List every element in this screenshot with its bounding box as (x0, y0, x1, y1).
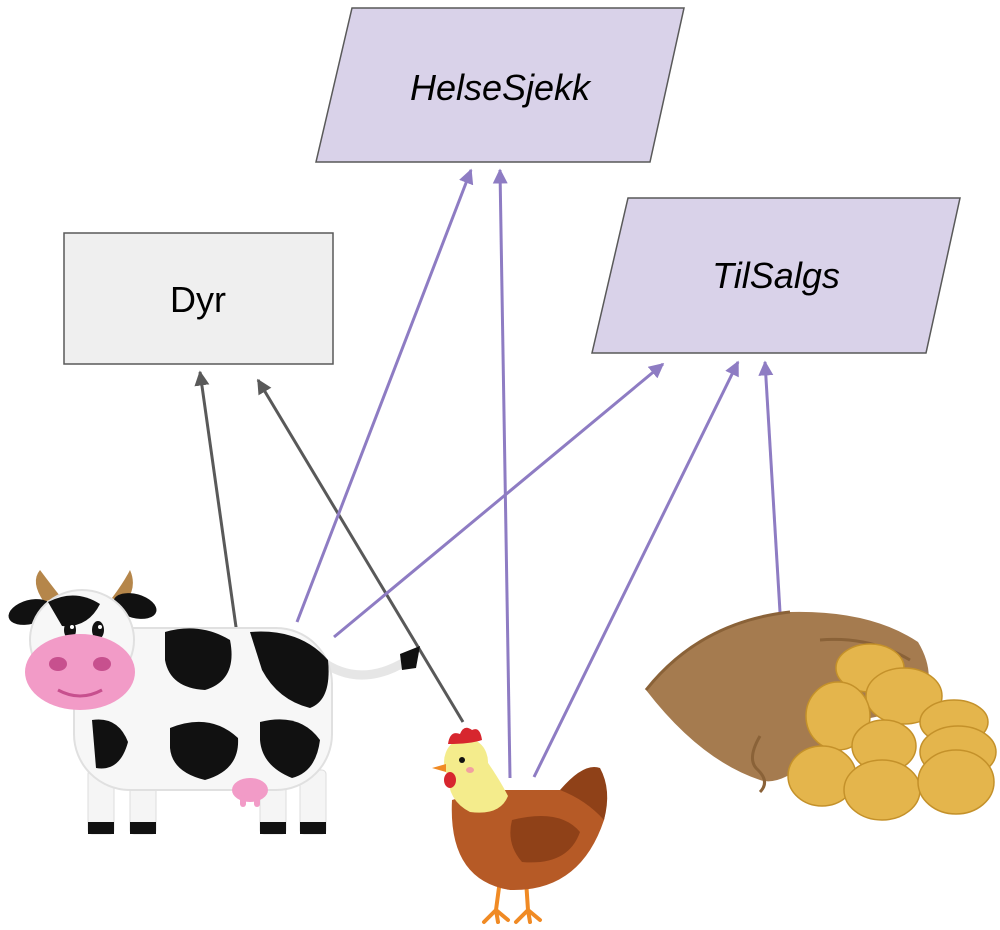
arrow-chicken-to-helsesjekk (492, 168, 512, 779)
tilsalgs-interface-node[interactable]: TilSalgs (591, 197, 961, 354)
arrow-chicken-to-dyr (256, 378, 465, 723)
arrow-chicken-to-tilsalgs (532, 360, 740, 778)
potato-sack-icon (644, 610, 997, 821)
helsesjekk-label: HelseSjekk (410, 67, 592, 108)
dyr-label: Dyr (170, 279, 226, 320)
arrow-cow-to-dyr (194, 370, 239, 635)
helsesjekk-interface-node[interactable]: HelseSjekk (315, 7, 685, 163)
helsesjekk-parallelogram (315, 7, 685, 163)
dyr-class-node[interactable]: Dyr (63, 232, 334, 365)
tilsalgs-parallelogram (591, 197, 961, 354)
arrow-cow-to-tilsalgs (333, 362, 665, 639)
tilsalgs-label: TilSalgs (712, 255, 840, 296)
dyr-class-box (63, 232, 334, 365)
arrow-cow-to-helsesjekk (295, 168, 474, 623)
cow-icon (8, 570, 420, 835)
arrow-potatoes-to-tilsalgs (758, 360, 782, 613)
chicken-icon (432, 727, 608, 924)
